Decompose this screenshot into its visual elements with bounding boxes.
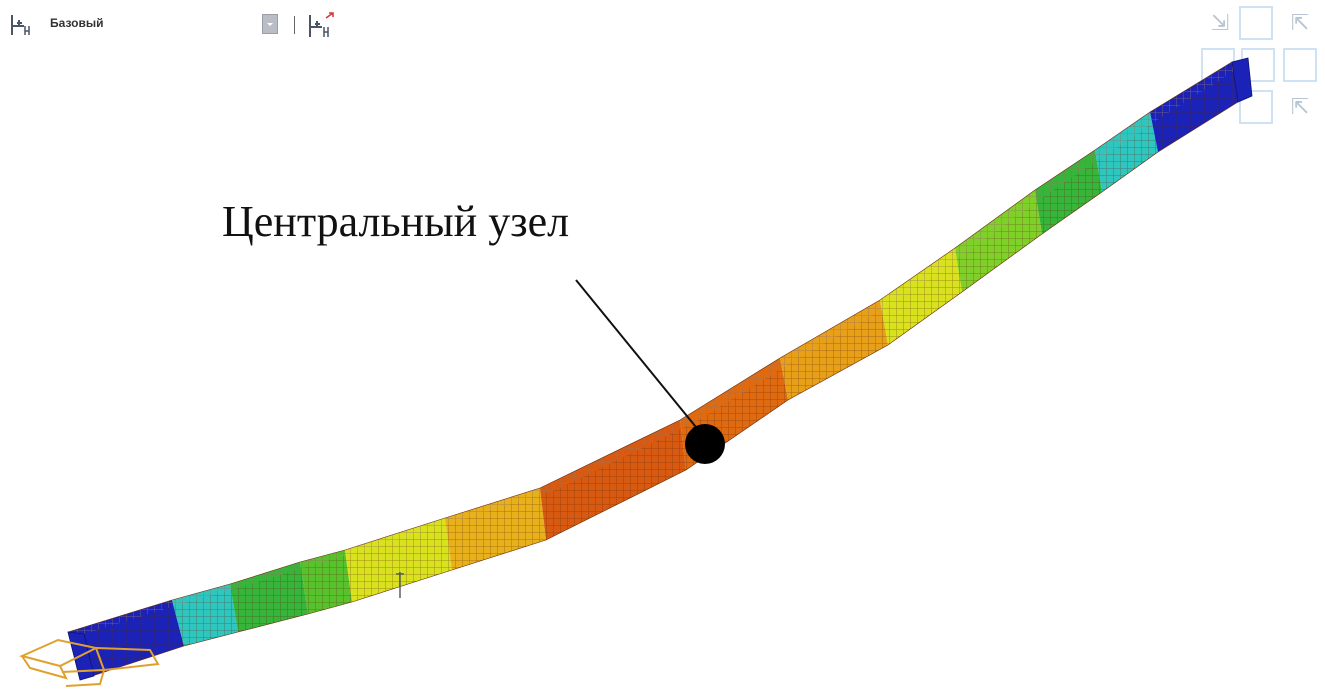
mesh-axes-icon[interactable] bbox=[8, 12, 34, 38]
load-marker-icon bbox=[396, 572, 404, 598]
deformed-beam bbox=[67, 57, 1253, 681]
annotation-leader-line bbox=[575, 279, 701, 433]
arrow-diagonal-icon[interactable]: ⇲ bbox=[1210, 10, 1230, 36]
arrow-diagonal-icon[interactable]: ⇱ bbox=[1290, 94, 1310, 120]
arrow-diagonal-icon[interactable]: ⇱ bbox=[1290, 10, 1310, 36]
mesh-axes-red-icon[interactable] bbox=[306, 12, 336, 40]
central-node-annotation: Центральный узел bbox=[222, 197, 570, 246]
support-constraint-icon bbox=[18, 638, 160, 687]
view-toolbar: Базовый bbox=[0, 0, 400, 50]
central-node-marker[interactable] bbox=[685, 424, 725, 464]
nav-top-face[interactable] bbox=[1239, 6, 1273, 40]
view-mode-dropdown[interactable] bbox=[262, 14, 278, 34]
view-mode-label: Базовый bbox=[50, 16, 104, 30]
toolbar-separator bbox=[294, 16, 295, 34]
nav-right-face[interactable] bbox=[1283, 48, 1317, 82]
